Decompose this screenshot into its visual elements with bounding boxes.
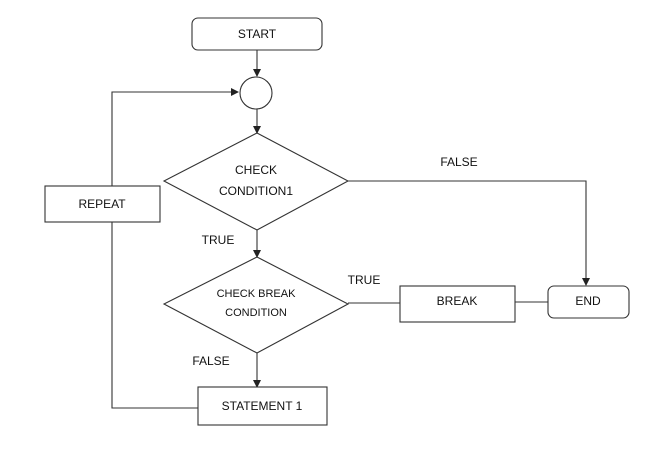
connector-repeat-to-junction bbox=[111, 88, 239, 186]
condition1-label-line2: CONDITION1 bbox=[219, 184, 293, 198]
connector-condition1-false-to-end bbox=[348, 180, 590, 286]
break-label: BREAK bbox=[437, 294, 478, 308]
break-check-label-line1: CHECK BREAK bbox=[217, 288, 297, 300]
start-label: START bbox=[238, 27, 277, 41]
start-node: START bbox=[191, 17, 323, 51]
end-node: END bbox=[547, 285, 630, 319]
edge-label-condition1-false: FALSE bbox=[440, 155, 477, 169]
edge-label-break-true: TRUE bbox=[348, 273, 381, 287]
repeat-label: REPEAT bbox=[78, 197, 126, 211]
statement-label: STATEMENT 1 bbox=[222, 399, 303, 413]
end-label: END bbox=[575, 294, 601, 308]
condition1-decision: CHECK CONDITION1 bbox=[162, 132, 350, 231]
condition1-label-line1: CHECK bbox=[235, 163, 277, 177]
break-node: BREAK bbox=[399, 285, 516, 323]
statement-node: STATEMENT 1 bbox=[197, 386, 328, 426]
edge-label-condition1-true: TRUE bbox=[202, 233, 235, 247]
repeat-node: REPEAT bbox=[44, 185, 161, 223]
break-check-label-line2: CONDITION bbox=[225, 307, 287, 319]
break-check-decision: CHECK BREAK CONDITION bbox=[162, 256, 350, 354]
edge-label-break-false: FALSE bbox=[192, 354, 229, 368]
junction-node bbox=[239, 76, 273, 110]
connector-statement-to-repeat bbox=[111, 222, 198, 409]
